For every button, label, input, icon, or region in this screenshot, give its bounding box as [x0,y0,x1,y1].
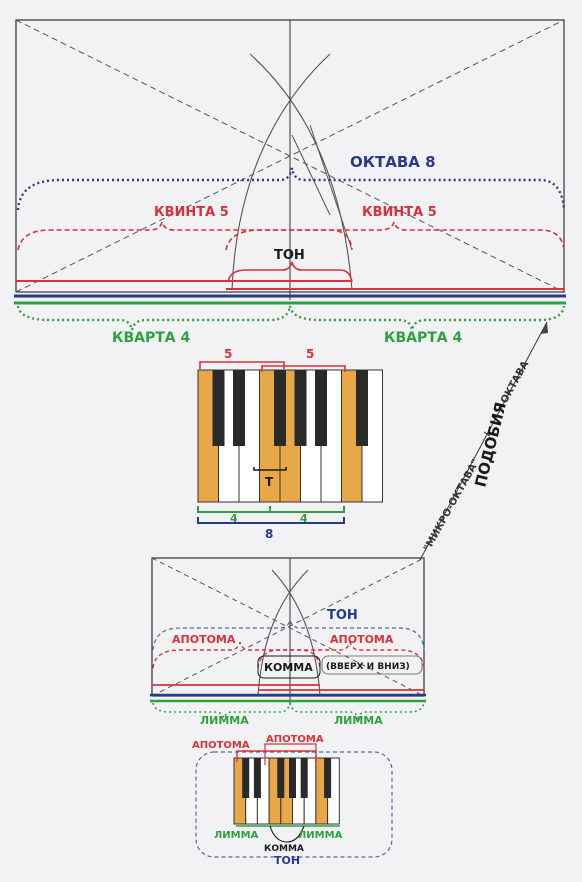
black-key [315,370,327,446]
label-quart-left: КВАРТА 4 [112,330,190,346]
black-key [277,758,285,798]
tone-brace-mid [152,619,425,651]
label-apotome-left: АПОТОМА [172,633,236,646]
kbd-label-4-right: 4 [300,512,308,525]
quint-brace-left [17,221,353,251]
tone-brace [227,261,353,283]
label-apotome-small-left: АПОТОМА [192,740,250,751]
keyboard-small [233,743,340,843]
quart-brace-left [16,305,292,331]
apotome-brace-right [257,641,425,669]
label-quint-left: КВИНТА 5 [154,205,229,220]
kbd-label-5-right: 5 [306,347,314,361]
label-tone-top: ТОН [274,248,305,263]
label-limma-small-left: ЛИММА [214,830,259,841]
top-frame [15,19,565,300]
black-key [300,758,308,798]
black-key [212,370,225,446]
label-apotome-right: АПОТОМА [330,633,394,646]
label-similarity: ПОДОБИЯ [471,400,510,489]
black-key [289,758,296,798]
label-quint-right: КВИНТА 5 [362,205,437,220]
black-key [294,370,307,446]
small-keyboard-frame [195,751,393,858]
label-tone-small: ТОН [274,854,300,867]
up-down-box [321,655,423,675]
black-key [356,370,368,446]
quint-brace-right [225,221,565,251]
label-up-down: (ВВЕРХ И ВНИЗ) [326,662,410,672]
black-key [253,758,261,798]
middle-main-lines [150,684,426,703]
label-quart-right: КВАРТА 4 [384,330,462,346]
kbd-label-4-left: 4 [230,512,238,525]
black-key [233,370,245,446]
apotome-brace-left [152,641,321,669]
similarity-arrow [419,321,548,561]
octave-brace [16,167,566,211]
black-key [242,758,250,798]
label-limma-right: ЛИММА [334,714,383,727]
label-apotome-small-right: АПОТОМА [266,734,324,745]
kbd-label-5-left: 5 [224,347,232,361]
label-octave-8: ОКТАВА 8 [350,153,436,171]
label-comma-small: КОММА [264,844,304,854]
kbd-label-t: T [265,475,274,489]
label-micro-octave: "МИКРО-ОКТАВА" [422,458,482,554]
black-key [274,370,286,446]
quart-brace-right [288,305,566,331]
label-limma-small-right: ЛИММА [298,830,343,841]
kbd-label-8: 8 [265,527,273,541]
middle-frame [151,557,425,705]
keyboard-large [197,361,383,524]
limma-brace-right [289,702,425,721]
top-main-lines [14,280,566,305]
comma-box [257,655,321,679]
label-limma-left: ЛИММА [200,714,249,727]
black-key [324,758,332,798]
label-tone-mid: ТОН [327,608,358,623]
label-comma-mid: КОММА [264,661,313,674]
label-octave-side: ОКТАВА [499,359,531,405]
